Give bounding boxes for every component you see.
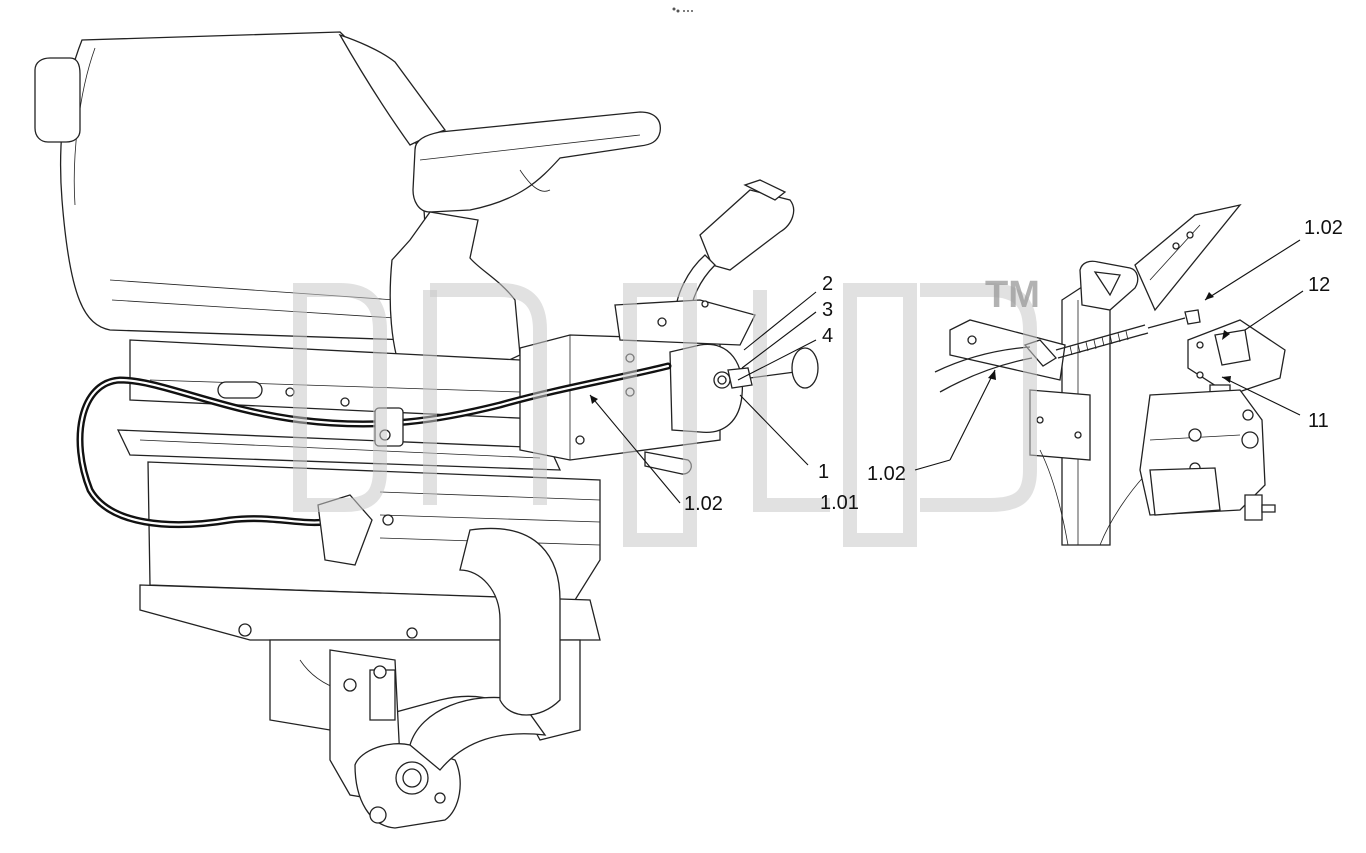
seat-assembly-drawing [34, 31, 661, 829]
bracket-assembly-drawing [934, 203, 1286, 546]
callout-1-02-right: 1.02 [1304, 217, 1343, 239]
top-marker [672, 7, 693, 13]
callout-1-02-left: 1.02 [684, 493, 723, 515]
callout-1-01: 1.01 [820, 492, 859, 514]
callout-3: 3 [822, 299, 833, 321]
watermark-trademark: TM [985, 274, 1040, 316]
callout-1-02-middle: 1.02 [867, 463, 906, 485]
watermark-logo: TM [293, 274, 1040, 547]
callout-2: 2 [822, 273, 833, 295]
callout-1: 1 [818, 461, 829, 483]
callout-11: 11 [1308, 410, 1329, 432]
callout-leaders [589, 239, 1304, 504]
callout-12: 12 [1308, 274, 1330, 296]
callout-4: 4 [822, 325, 833, 347]
